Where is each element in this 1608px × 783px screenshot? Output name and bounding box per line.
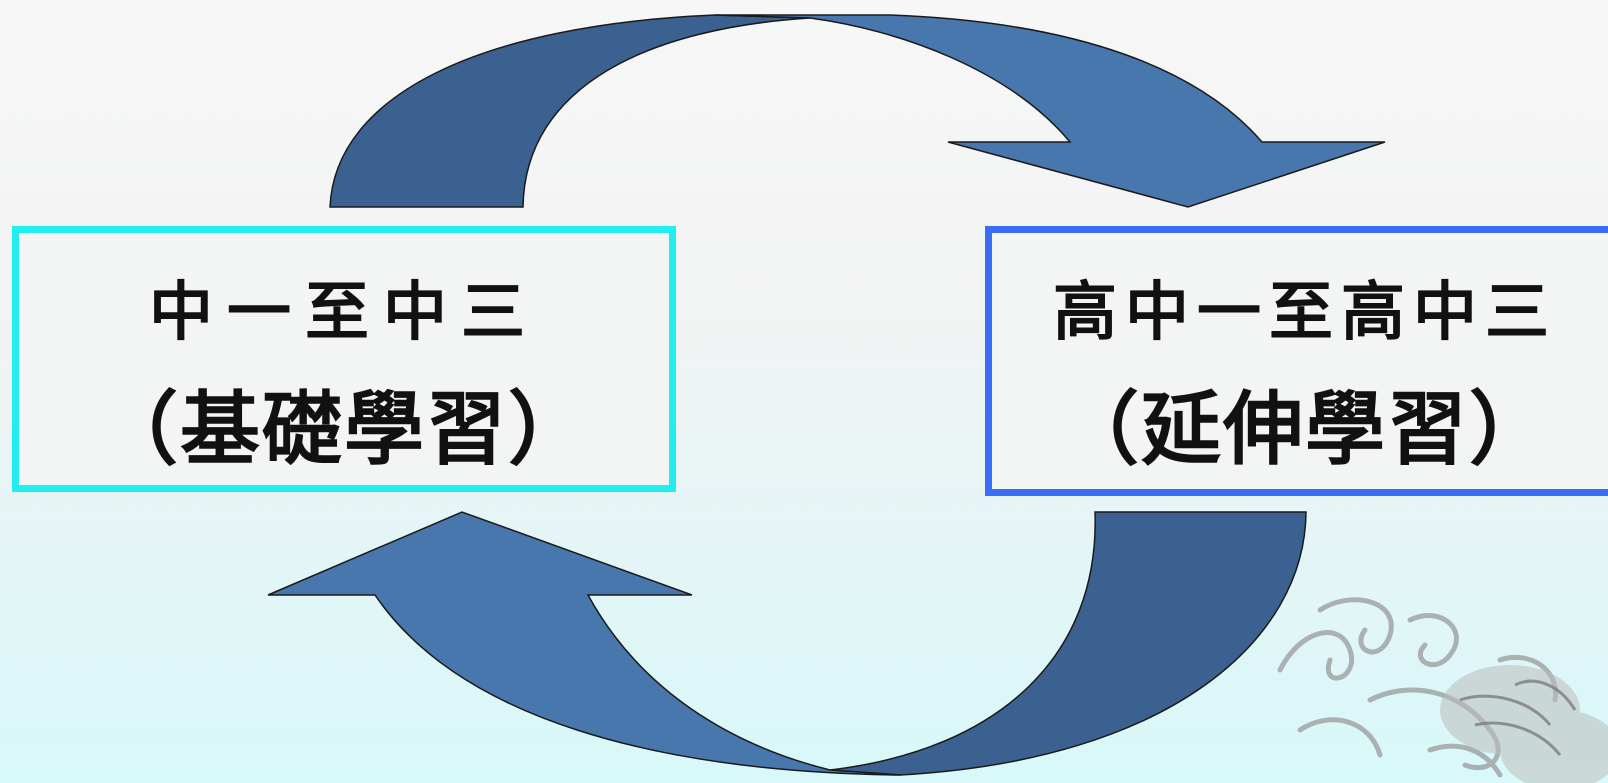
stage-grades-label: 中一至中三 [149, 275, 539, 350]
bottom-curved-arrow [267, 511, 1307, 776]
stage-phase-label: （基礎學習） [98, 383, 590, 476]
top-curved-arrow [329, 14, 1386, 208]
stage-box-junior: 中一至中三 （基礎學習） [12, 226, 676, 492]
stage-grades-label: 高中一至高中三 [1053, 275, 1557, 350]
stage-box-senior: 高中一至高中三 （延伸學習） [985, 226, 1608, 496]
top-arrow-head-segment [714, 14, 1386, 208]
top-arrow-tail-segment [329, 14, 811, 208]
dragon-watermark-icon [1277, 597, 1608, 783]
bottom-arrow-head-segment [267, 511, 901, 776]
stage-phase-label: （延伸學習） [1059, 383, 1551, 476]
bottom-arrow-tail-segment [829, 511, 1307, 776]
